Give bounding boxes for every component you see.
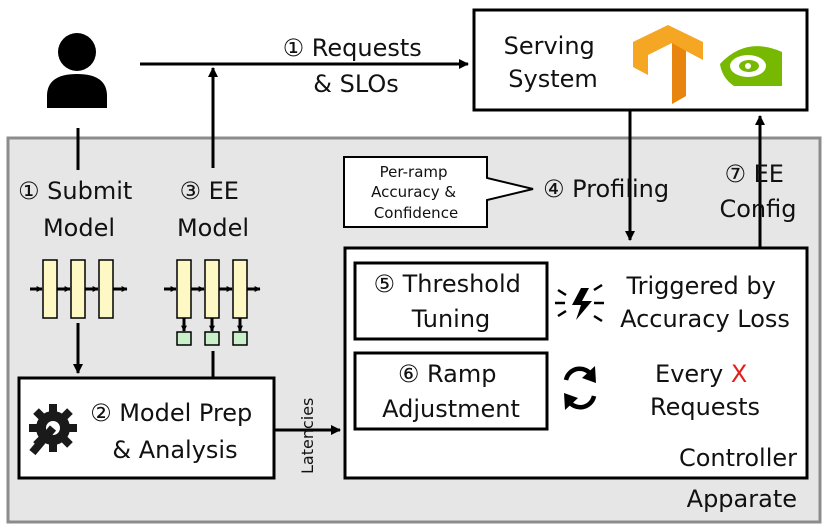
submit-model-label: ① Submit Model [18, 177, 140, 242]
profiling-callout [343, 156, 534, 228]
gear-wrench-icon [29, 404, 77, 456]
threshold-tuning-label: ⑤ Threshold Tuning [373, 270, 528, 333]
latencies-label: Latencies [298, 398, 317, 474]
every-x-label: Every X Requests [650, 360, 760, 421]
user-icon [47, 33, 107, 108]
every-x-variable: X [731, 360, 747, 388]
profiling-label: ④ Profiling [543, 175, 669, 203]
serving-system-label: Serving System [504, 32, 603, 93]
ramp-adjustment-box [353, 351, 549, 431]
ee-model-icon [164, 259, 261, 346]
ee-config-label: ⑦ EE Config [719, 160, 796, 223]
requests-label: ① Requests & SLOs [283, 34, 430, 98]
model-prep-label: ② Model Prep & Analysis [90, 399, 260, 464]
nvidia-logo-icon [718, 42, 784, 86]
tensorflow-logo-icon [633, 25, 703, 104]
ee-model-label: ③ EE Model [177, 177, 249, 242]
callout-text: Per-ramp Accuracy & Confidence [371, 163, 461, 222]
triggered-label: Triggered by Accuracy Loss [620, 272, 790, 333]
original-model-icon [30, 259, 128, 319]
ramp-adjustment-label: ⑥ Ramp Adjustment [382, 360, 520, 423]
controller-label: Controller [679, 444, 797, 472]
lightning-icon [555, 283, 604, 323]
apparate-label: Apparate [687, 485, 797, 513]
threshold-tuning-box [353, 261, 549, 341]
refresh-cycle-icon [563, 366, 597, 410]
